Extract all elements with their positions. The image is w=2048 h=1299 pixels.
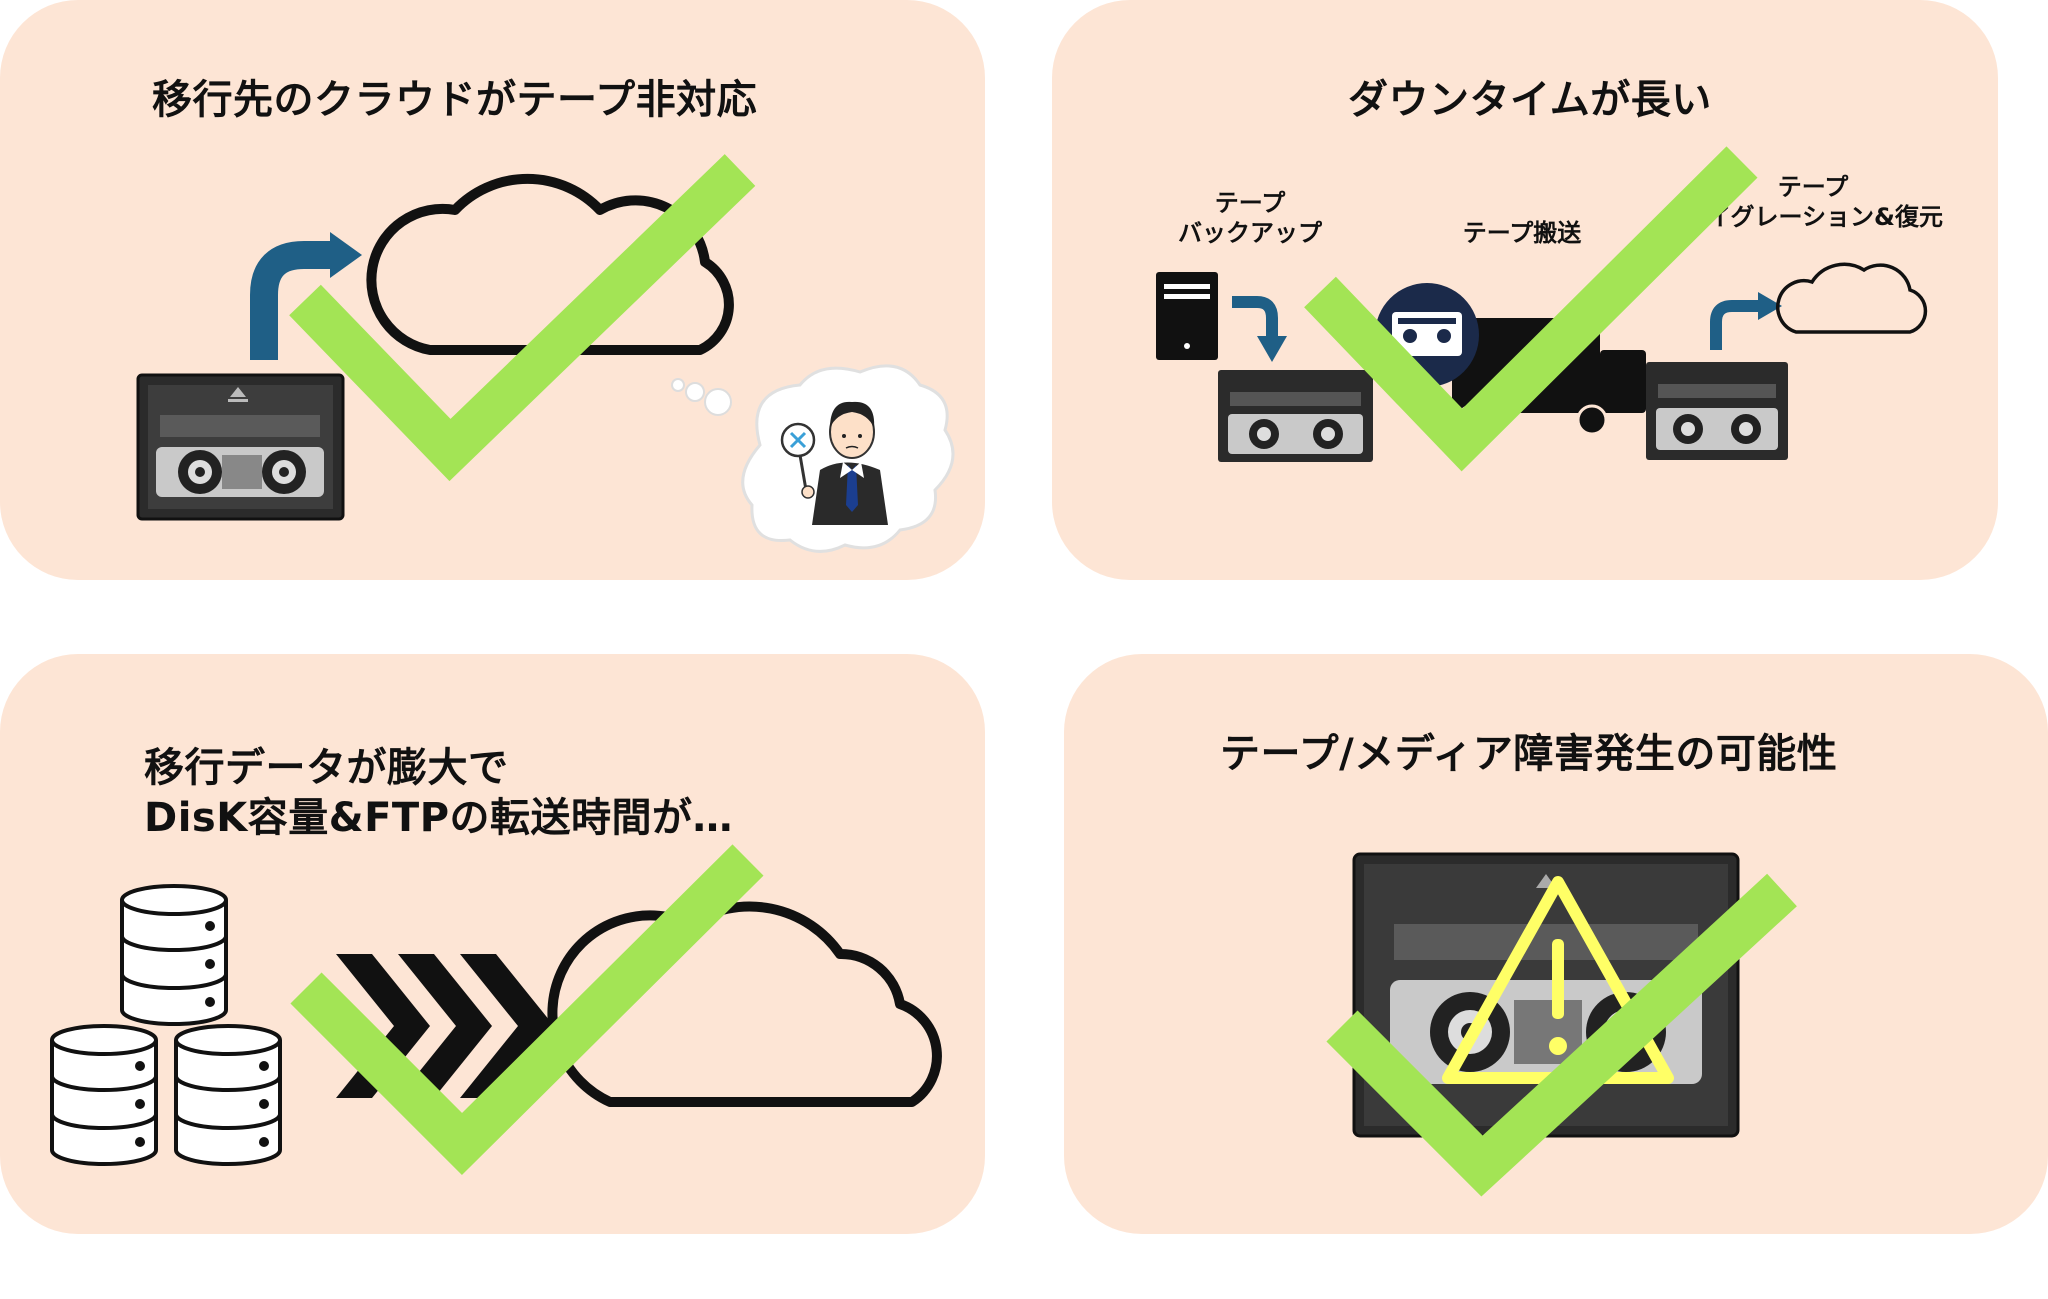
check-mark-icon <box>1326 873 1797 1197</box>
check-mark-icon <box>1304 146 1758 472</box>
cloud-icon <box>1776 262 1928 334</box>
tape-cassette-icon <box>136 373 345 521</box>
step-label-line: テープ <box>1214 189 1286 217</box>
database-icon <box>50 884 282 1166</box>
step-label-line: バックアップ <box>1178 219 1322 247</box>
step-label-backup: テープ バックアップ <box>1150 188 1350 248</box>
step-label-line: テープ搬送 <box>1462 219 1582 247</box>
tape-cassette-icon <box>1646 362 1788 460</box>
tape-cassette-icon <box>1218 370 1373 462</box>
cloud-icon <box>547 901 942 1107</box>
panel-title: 移行先のクラウドがテープ非対応 <box>152 77 758 123</box>
panel-cloud-no-tape: 移行先のクラウドがテープ非対応 <box>0 0 985 580</box>
panel-4-illustration <box>1326 852 1797 1197</box>
step-label-line: テープ <box>1777 173 1849 201</box>
panel-media-failure: テープ/メディア障害発生の可能性 <box>1064 654 2048 1234</box>
down-arrow-icon <box>1232 296 1287 362</box>
upload-arrow-icon <box>1710 292 1782 350</box>
step-label-migration: テープ マイグレーション&復元 <box>1650 172 1976 232</box>
panel-huge-data: 移行データが膨大で DisK容量&FTPの転送時間が… <box>0 654 985 1234</box>
cloud-icon <box>366 173 734 355</box>
panel-title: DisK容量&FTPの転送時間が… <box>144 795 734 841</box>
panel-3-illustration <box>50 844 942 1176</box>
panel-title: 移行データが膨大で <box>144 745 509 791</box>
panel-title: ダウンタイムが長い <box>1348 77 1712 123</box>
businessman-icon <box>780 401 888 525</box>
check-mark-icon <box>290 844 764 1176</box>
panel-long-downtime: ダウンタイムが長い テープ バックアップ テープ搬送 テープ マイグレーション&… <box>1052 0 1998 580</box>
upload-arrow-icon <box>250 232 362 360</box>
check-mark-icon <box>289 154 756 482</box>
thought-bubble-icon <box>671 364 955 553</box>
step-label-transport: テープ搬送 <box>1422 218 1622 248</box>
panel-1-illustration <box>136 154 955 553</box>
panel-2-illustration <box>1156 146 1928 472</box>
server-icon <box>1156 272 1218 360</box>
panel-title: テープ/メディア障害発生の可能性 <box>1220 731 1838 777</box>
